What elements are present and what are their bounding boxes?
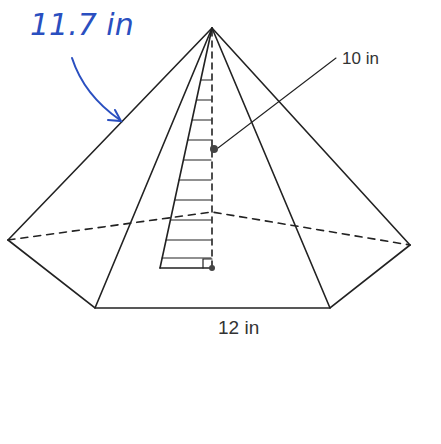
slant-height-label: 11.7 in — [30, 10, 134, 40]
dot — [209, 265, 215, 271]
height-label: 10 in — [342, 50, 379, 67]
slant-height — [160, 28, 212, 268]
edge — [8, 28, 212, 240]
callout-arrow — [72, 58, 121, 121]
base-edge — [8, 240, 410, 308]
hidden-edge — [95, 212, 212, 308]
edge — [212, 28, 330, 308]
edge — [212, 28, 410, 245]
hidden-edge — [8, 212, 410, 245]
edge — [95, 28, 212, 308]
dot — [210, 145, 218, 153]
side-label: 12 in — [218, 318, 259, 337]
hatching — [162, 80, 211, 258]
leader-line — [218, 58, 336, 148]
triangle-base — [160, 267, 212, 269]
